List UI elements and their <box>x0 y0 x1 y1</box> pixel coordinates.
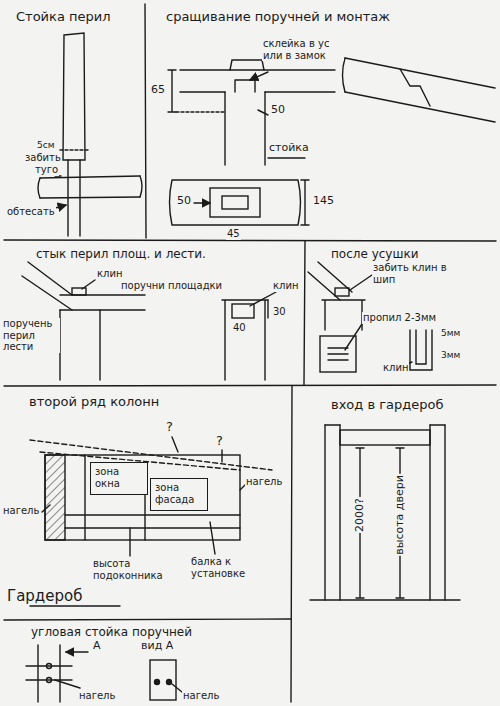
sketch-label: Гардероб <box>6 588 83 605</box>
sketch-label: 5см <box>36 140 55 150</box>
sketch-label: забить клин в шип <box>372 262 452 285</box>
sketch-label: стойка <box>268 142 310 155</box>
sketch-label: после усушки <box>330 248 419 262</box>
sketch-label: клин <box>272 280 299 292</box>
sketch-label: Стойка перил <box>15 10 112 25</box>
sketch-label: 50 <box>270 104 286 117</box>
sketch-label: пропил 2-3мм <box>362 312 437 324</box>
sketch-label: туго <box>34 164 59 176</box>
zone-label: зона фасада <box>155 482 201 505</box>
sketch-label: ? <box>165 420 174 435</box>
sketch-label: 145 <box>312 195 335 208</box>
sketch-label: сращивание поручней и монтаж <box>165 10 391 25</box>
sketch-label: угловая стойка поручней <box>30 626 193 640</box>
sketch-label: высота двери <box>394 474 407 556</box>
sketch-label: нагель <box>2 505 40 517</box>
sketch-label: второй ряд колонн <box>28 395 160 410</box>
sketch-label: 40 <box>232 322 247 334</box>
zone-box: зона окна <box>90 462 148 495</box>
sketch-label: 65 <box>150 84 166 97</box>
sketch-label: 50 <box>176 195 192 208</box>
zone-box: зона фасада <box>150 478 208 511</box>
sketch-label: 3мм <box>440 350 461 360</box>
sketch-label: 5мм <box>440 328 461 338</box>
sketch-label: 45 <box>226 228 241 240</box>
sketch-label: высота подоконника <box>92 558 174 581</box>
sketch-label: обтесать <box>6 206 56 218</box>
sketch-label: нагель <box>78 690 116 702</box>
sketch-label: клин <box>382 362 409 374</box>
sketch-label: вход в гардероб <box>330 398 444 413</box>
sketch-label: вид А <box>140 640 174 653</box>
sketch-label: поручень перил лести <box>2 318 60 353</box>
sketch-label: нагель <box>245 476 283 488</box>
sketch-label: стык перил площ. и лести. <box>35 248 207 262</box>
sketch-label: забить <box>24 152 62 164</box>
sketch-label: А <box>92 640 102 653</box>
sketch-label: клин <box>96 268 123 280</box>
sketch-label: 2000? <box>354 497 367 533</box>
sketch-label: 30 <box>272 306 287 318</box>
sketch-label: нагель <box>182 690 220 702</box>
sketch-label: поручни площадки <box>120 280 223 292</box>
sketch-label: балка к установке <box>190 556 272 579</box>
sketch-label: склейка в ус или в замок <box>262 38 344 61</box>
zone-label: зона окна <box>95 466 141 489</box>
sketch-label: ? <box>215 434 224 449</box>
